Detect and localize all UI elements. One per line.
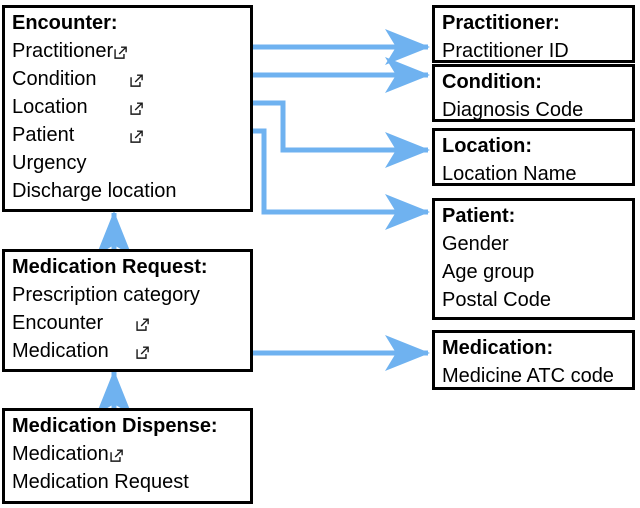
field-row-md-medication[interactable]: Medication [12, 440, 244, 468]
field-row-location-name: Location Name [442, 160, 626, 188]
field-label-prescription-category: Prescription category [12, 284, 200, 306]
field-label-patient: Patient [12, 124, 75, 146]
entity-box-medication-dispense[interactable]: Medication Dispense: Medication Medicati… [2, 408, 253, 504]
field-row-age-group: Age group [442, 258, 626, 286]
entity-box-patient[interactable]: Patient: Gender Age group Postal Code [432, 198, 635, 320]
entity-box-medication[interactable]: Medication: Medicine ATC code [432, 330, 635, 390]
entity-title-medication-request: Medication Request: [12, 256, 208, 278]
external-link-icon[interactable] [135, 345, 150, 360]
entity-box-encounter[interactable]: Encounter: Practitioner Condition [2, 5, 253, 212]
field-row-gender: Gender [442, 230, 626, 258]
field-label-mr-encounter: Encounter [12, 312, 104, 334]
external-link-icon[interactable] [113, 45, 128, 60]
field-label-diagnosis-code: Diagnosis Code [442, 99, 584, 121]
field-row-discharge-location: Discharge location [12, 177, 244, 205]
field-label-location-name: Location Name [442, 163, 577, 185]
entity-box-practitioner[interactable]: Practitioner: Practitioner ID [432, 5, 635, 63]
field-label-medicine-atc-code: Medicine ATC code [442, 365, 614, 387]
field-row-patient[interactable]: Patient [12, 121, 244, 149]
external-link-icon[interactable] [129, 73, 144, 88]
field-row-prescription-category: Prescription category [12, 281, 244, 309]
entity-title-encounter: Encounter: [12, 12, 118, 34]
entity-title-medication: Medication: [442, 337, 554, 359]
field-label-md-medication-request: Medication Request [12, 471, 189, 493]
field-label-md-medication: Medication [12, 443, 109, 465]
field-row-mr-encounter[interactable]: Encounter [12, 309, 244, 337]
external-link-icon[interactable] [109, 448, 124, 463]
field-label-discharge-location: Discharge location [12, 180, 177, 202]
entity-title-patient: Patient: [442, 205, 516, 227]
field-row-urgency: Urgency [12, 149, 244, 177]
entity-title-medication-dispense: Medication Dispense: [12, 415, 218, 437]
field-label-gender: Gender [442, 233, 509, 255]
field-label-location: Location [12, 96, 88, 118]
field-row-diagnosis-code: Diagnosis Code [442, 96, 626, 124]
entity-box-location[interactable]: Location: Location Name [432, 128, 635, 186]
external-link-icon[interactable] [129, 129, 144, 144]
entity-box-condition[interactable]: Condition: Diagnosis Code [432, 64, 635, 122]
field-row-mr-medication[interactable]: Medication [12, 337, 244, 365]
field-label-condition: Condition [12, 68, 97, 90]
field-row-practitioner-id: Practitioner ID [442, 37, 626, 65]
field-label-age-group: Age group [442, 261, 535, 283]
external-link-icon[interactable] [135, 317, 150, 332]
field-row-location[interactable]: Location [12, 93, 244, 121]
field-row-medicine-atc-code: Medicine ATC code [442, 362, 626, 390]
field-label-postal-code: Postal Code [442, 289, 551, 311]
field-row-md-medication-request: Medication Request [12, 468, 244, 496]
entity-box-medication-request[interactable]: Medication Request: Prescription categor… [2, 249, 253, 372]
field-label-urgency: Urgency [12, 152, 87, 174]
external-link-icon[interactable] [129, 101, 144, 116]
entity-title-condition: Condition: [442, 71, 542, 93]
field-label-practitioner: Practitioner [12, 40, 114, 62]
field-row-condition[interactable]: Condition [12, 65, 244, 93]
field-row-practitioner[interactable]: Practitioner [12, 37, 244, 65]
field-row-postal-code: Postal Code [442, 286, 626, 314]
field-label-practitioner-id: Practitioner ID [442, 40, 569, 62]
entity-title-location: Location: [442, 135, 532, 157]
entity-title-practitioner: Practitioner: [442, 12, 560, 34]
field-label-mr-medication: Medication [12, 340, 109, 362]
